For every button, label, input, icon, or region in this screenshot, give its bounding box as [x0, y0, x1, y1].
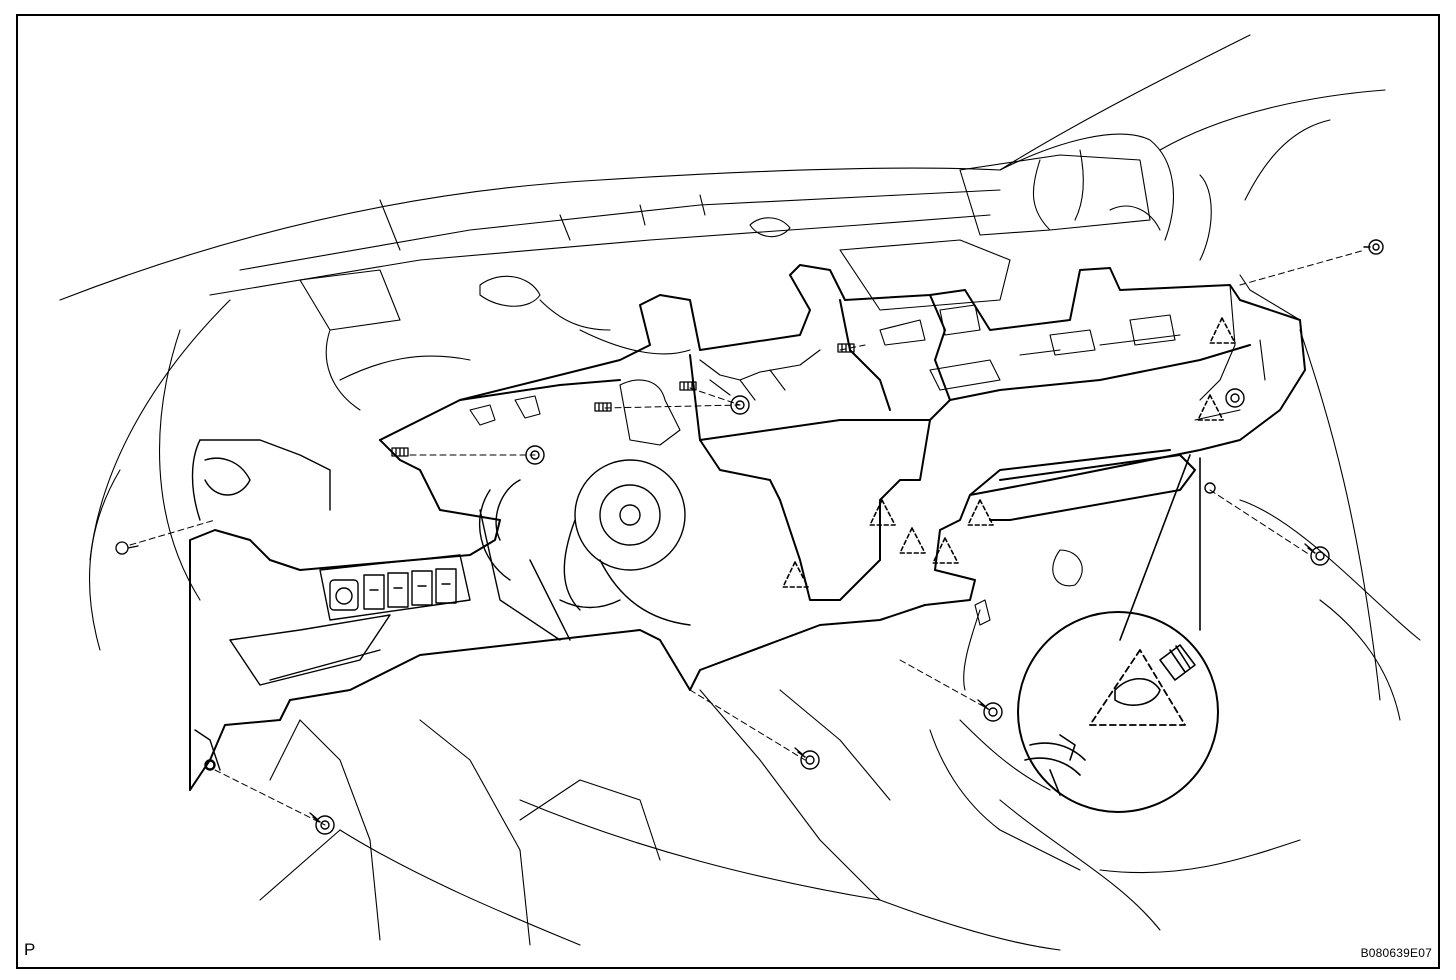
dash-upper-structure	[209, 149, 1161, 411]
clip-icon	[115, 541, 139, 555]
bolt-icon	[794, 747, 820, 770]
clip-marker-triangle-icon	[967, 499, 994, 526]
bolt-icon	[1363, 239, 1384, 255]
beam-detail	[469, 274, 1301, 446]
left-panel-switch-cluster	[191, 439, 471, 771]
steering-column	[478, 459, 691, 641]
clip-marker-triangle-icon	[899, 527, 926, 554]
bolt-icon	[977, 699, 1003, 722]
clip-marker-triangle-icon	[1209, 317, 1236, 344]
clip-marker-triangle-icon	[782, 561, 809, 588]
nut-icon	[1204, 482, 1216, 494]
clip-icon	[679, 381, 697, 391]
nut-icons	[204, 388, 1245, 771]
clip-marker-triangle-icon	[869, 499, 896, 526]
clip-icons	[115, 343, 855, 555]
nut-icon	[730, 395, 750, 415]
clip-icon	[837, 343, 855, 353]
clip-marker-triangle-icon	[1089, 649, 1186, 726]
clip-marker-triangle-icon	[1197, 394, 1224, 421]
bolt-icon	[309, 812, 335, 835]
leader-lines	[129, 249, 1366, 826]
clip-markers	[782, 317, 1236, 588]
reinforcement-beam	[189, 264, 1306, 791]
nut-icon	[525, 445, 545, 465]
clip-icon	[594, 402, 612, 412]
clip-icon	[391, 447, 409, 457]
detail-callout	[1017, 454, 1219, 813]
bolt-icon	[1304, 543, 1330, 566]
vehicle-body-outline	[59, 34, 1421, 951]
corner-letter: P	[24, 940, 36, 959]
figure-frame	[16, 14, 1440, 969]
figure-code: B080639E07	[1360, 946, 1432, 960]
lower-console	[269, 549, 1083, 946]
nut-icon	[1225, 388, 1245, 408]
bolt-icons	[309, 239, 1384, 835]
nut-icon	[204, 759, 216, 771]
clip-marker-triangle-icon	[932, 537, 959, 564]
